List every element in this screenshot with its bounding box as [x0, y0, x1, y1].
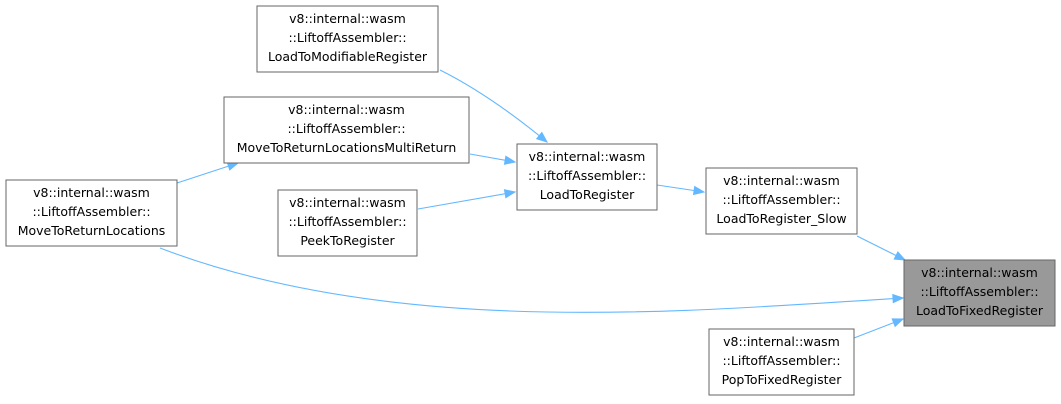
node-label-line: ::LiftoffAssembler::: [722, 192, 840, 207]
node-load-to-modifiable-register[interactable]: v8::internal::wasm::LiftoffAssembler::Lo…: [256, 5, 439, 73]
node-peek-to-register[interactable]: v8::internal::wasm::LiftoffAssembler::Pe…: [277, 189, 418, 257]
edge-move-to-return-locations-to-load-to-fixed-register: [159, 247, 905, 313]
node-label-line: MoveToReturnLocations: [18, 223, 166, 238]
node-label-line: PeekToRegister: [300, 233, 395, 248]
node-box: [708, 328, 855, 396]
node-label-line: v8::internal::wasm: [723, 173, 840, 188]
node-label-line: LoadToRegister_Slow: [716, 211, 846, 226]
node-label-line: v8::internal::wasm: [289, 11, 406, 26]
node-box: [256, 5, 439, 73]
node-label-line: ::LiftoffAssembler::: [32, 204, 150, 219]
edge-load-to-modifiable-register-to-load-to-register: [439, 69, 549, 143]
node-move-to-return-locations-multi-return[interactable]: v8::internal::wasm::LiftoffAssembler::Mo…: [223, 96, 470, 164]
node-load-to-register-slow[interactable]: v8::internal::wasm::LiftoffAssembler::Lo…: [705, 167, 858, 235]
node-pop-to-fixed-register[interactable]: v8::internal::wasm::LiftoffAssembler::Po…: [708, 328, 855, 396]
call-graph-nodes: v8::internal::wasm::LiftoffAssembler::Lo…: [5, 5, 1056, 396]
node-label-line: PopToFixedRegister: [722, 372, 843, 387]
node-label-line: ::LiftoffAssembler::: [722, 353, 840, 368]
node-box: [223, 96, 470, 164]
node-label-line: ::LiftoffAssembler::: [528, 168, 646, 183]
edge-load-to-register-slow-to-load-to-fixed-register: [856, 235, 907, 261]
node-load-to-fixed-register: v8::internal::wasm::LiftoffAssembler::Lo…: [903, 259, 1056, 327]
node-label-line: ::LiftoffAssembler::: [288, 30, 406, 45]
node-move-to-return-locations[interactable]: v8::internal::wasm::LiftoffAssembler::Mo…: [5, 179, 178, 247]
node-load-to-register[interactable]: v8::internal::wasm::LiftoffAssembler::Lo…: [516, 143, 658, 211]
node-label-line: LoadToRegister: [540, 187, 635, 202]
node-label-line: MoveToReturnLocationsMultiReturn: [237, 140, 457, 155]
node-label-line: LoadToModifiableRegister: [268, 49, 428, 64]
node-box: [705, 167, 858, 235]
edge-move-to-return-locations-to-move-to-return-locations-multi-return: [176, 161, 240, 184]
node-label-line: ::LiftoffAssembler::: [288, 214, 406, 229]
node-label-line: ::LiftoffAssembler::: [287, 121, 405, 136]
node-label-line: v8::internal::wasm: [33, 185, 150, 200]
edge-move-to-return-locations-multi-return-to-load-to-register: [469, 153, 517, 165]
edge-pop-to-fixed-register-to-load-to-fixed-register: [853, 318, 905, 339]
node-label-line: v8::internal::wasm: [921, 265, 1038, 280]
node-label-line: LoadToFixedRegister: [916, 303, 1044, 318]
node-box: [5, 179, 178, 247]
node-label-line: v8::internal::wasm: [529, 149, 646, 164]
node-label-line: ::LiftoffAssembler::: [920, 284, 1038, 299]
node-box: [277, 189, 418, 257]
edge-load-to-register-to-load-to-register-slow: [656, 184, 706, 196]
node-label-line: v8::internal::wasm: [289, 195, 406, 210]
node-label-line: v8::internal::wasm: [288, 102, 405, 117]
edge-peek-to-register-to-load-to-register: [417, 189, 517, 210]
node-label-line: v8::internal::wasm: [723, 334, 840, 349]
node-box: [516, 143, 658, 211]
node-box: [903, 259, 1056, 327]
